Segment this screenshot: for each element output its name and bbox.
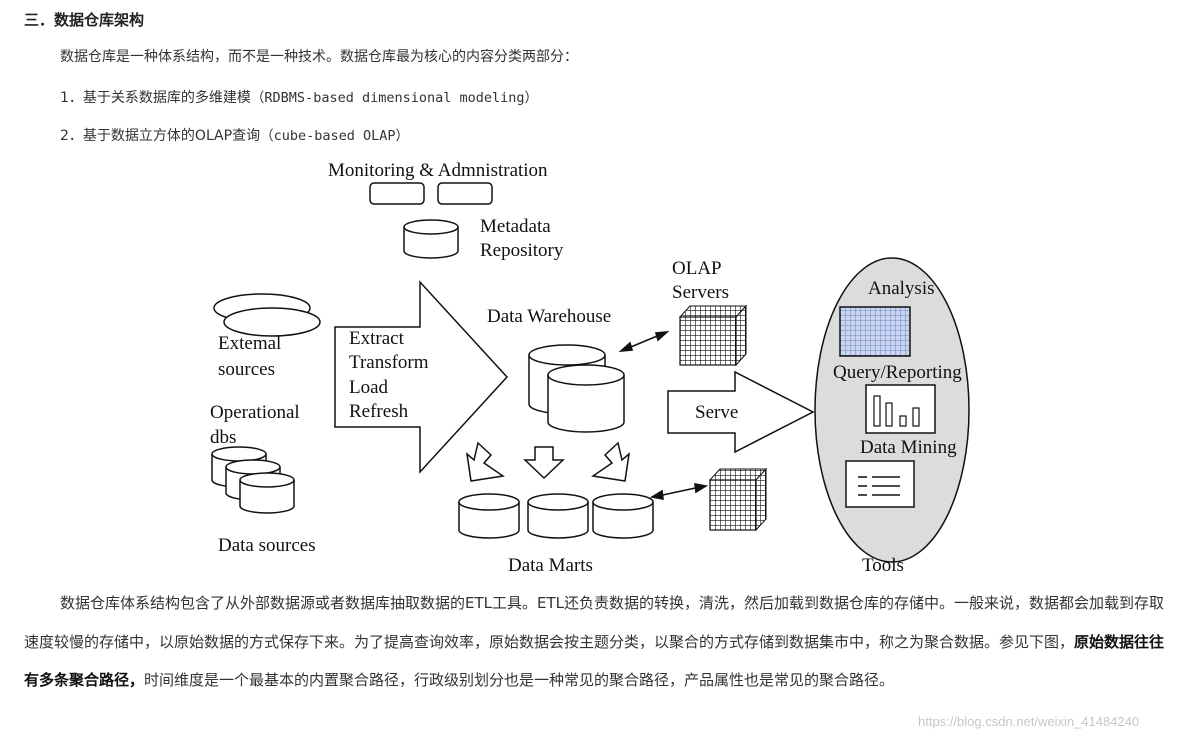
data-marts-icon xyxy=(458,493,654,539)
intro-paragraph: 数据仓库是一种体系结构，而不是一种技术。数据仓库最为核心的内容分类两部分： xyxy=(60,49,578,65)
list-number: 1． xyxy=(60,90,83,106)
query-reporting-label: Query/Reporting xyxy=(833,362,962,383)
list-text: 基于关系数据库的多维建模 xyxy=(82,90,251,106)
list-number: 2． xyxy=(60,128,83,144)
olap-cube-icon xyxy=(678,304,748,367)
etl-load: Load xyxy=(349,377,389,398)
metadata-label: Metadata xyxy=(480,216,551,237)
operational-label: Operational xyxy=(210,402,300,423)
metadata-cylinder-icon xyxy=(403,219,459,259)
etl-refresh: Refresh xyxy=(349,401,409,422)
body-text-1: 数据仓库体系结构包含了从外部数据源或者数据库抽取数据的ETL工具。ETL还负责数… xyxy=(24,594,1165,651)
olap-link-arrow-icon xyxy=(618,330,670,353)
list-text-en: （cube-based OLAP） xyxy=(260,128,410,144)
data-marts-cube-icon xyxy=(708,467,768,532)
data-warehouse-icon xyxy=(528,344,625,433)
body-bold-text: 原始数据往往有多条聚合路径， xyxy=(24,632,1165,690)
external-label-2: sources xyxy=(218,359,275,380)
operational-label-2: dbs xyxy=(210,427,236,448)
body-paragraph: 数据仓库体系结构包含了从外部数据源或者数据库抽取数据的ETL工具。ETL还负责数… xyxy=(24,584,1174,700)
list-item-2: 2．基于数据立方体的OLAP查询（cube-based OLAP） xyxy=(60,124,409,145)
monitoring-label: Monitoring & Admnistration xyxy=(328,160,548,181)
data-marts-label: Data Marts xyxy=(508,555,593,576)
data-mining-label: Data Mining xyxy=(860,437,957,458)
operational-dbs-icon xyxy=(211,446,295,514)
tools-label: Tools xyxy=(862,555,904,576)
serve-arrow-icon xyxy=(667,370,815,454)
external-label: Extemal xyxy=(218,333,281,354)
olap-label-2: Servers xyxy=(672,282,729,303)
external-sources-icon xyxy=(213,293,321,337)
data-warehouse-label: Data Warehouse xyxy=(487,306,611,327)
etl-arrow-icon xyxy=(334,280,509,474)
analysis-grid-icon xyxy=(839,306,911,357)
document-list-icon xyxy=(845,460,915,508)
bar-chart-icon xyxy=(865,384,936,434)
list-item-1: 1．基于关系数据库的多维建模（RDBMS-based dimensional m… xyxy=(60,86,538,107)
etl-transform: Transform xyxy=(349,352,429,373)
serve-label: Serve xyxy=(695,402,738,423)
admin-box xyxy=(437,182,493,205)
down-arrows-icon xyxy=(465,441,631,482)
olap-label: OLAP xyxy=(672,258,722,279)
metadata-label-2: Repository xyxy=(480,240,564,261)
section-heading: 三．数据仓库架构 xyxy=(24,11,145,29)
watermark: https://blog.csdn.net/weixin_41484240 xyxy=(918,714,1140,729)
etl-extract: Extract xyxy=(349,328,405,349)
list-text-en: （RDBMS-based dimensional modeling） xyxy=(250,90,539,106)
body-text-2: 时间维度是一个最基本的内置聚合路径，行政级别划分也是一种常见的聚合路径，产品属性… xyxy=(144,671,895,689)
marts-link-arrow-icon xyxy=(649,483,709,500)
monitor-box xyxy=(369,182,425,205)
analysis-label: Analysis xyxy=(868,278,935,299)
list-text: 基于数据立方体的OLAP查询 xyxy=(82,128,261,144)
data-sources-label: Data sources xyxy=(218,535,316,556)
